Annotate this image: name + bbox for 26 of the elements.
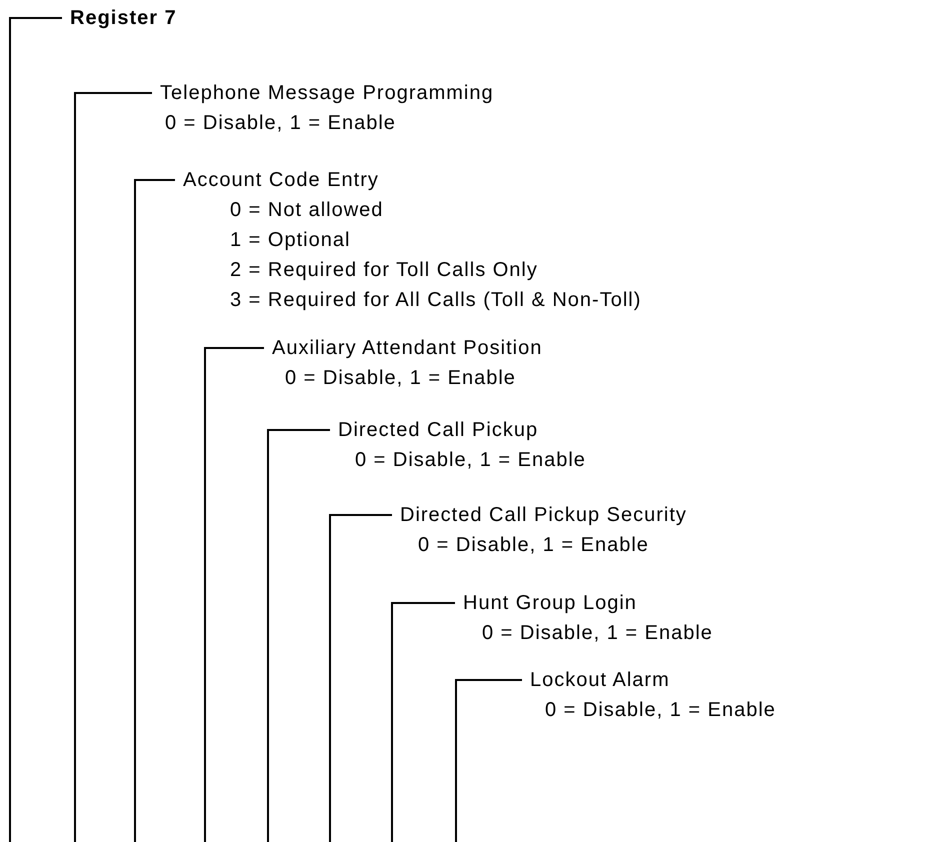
leader-line <box>204 347 264 842</box>
field-name: Register 7 <box>70 6 177 30</box>
option-value: 0 = Disable, 1 = Enable <box>165 111 396 135</box>
field-name: Auxiliary Attendant Position <box>272 336 542 360</box>
option-value: 2 = Required for Toll Calls Only <box>230 258 538 282</box>
field-name: Directed Call Pickup <box>338 418 538 442</box>
option-value: 0 = Disable, 1 = Enable <box>355 448 586 472</box>
option-value: 0 = Disable, 1 = Enable <box>285 366 516 390</box>
field-name: Hunt Group Login <box>463 591 637 615</box>
field-name: Directed Call Pickup Security <box>400 503 687 527</box>
field-name: Lockout Alarm <box>530 668 670 692</box>
field-name: Account Code Entry <box>183 168 379 192</box>
leader-line <box>134 179 175 842</box>
option-value: 0 = Disable, 1 = Enable <box>482 621 713 645</box>
option-value: 3 = Required for All Calls (Toll & Non-Toll) <box>230 288 642 312</box>
leader-line <box>267 429 330 842</box>
leader-line <box>9 17 62 842</box>
option-value: 0 = Disable, 1 = Enable <box>418 533 649 557</box>
leader-line <box>74 92 152 842</box>
leader-line <box>455 679 522 842</box>
option-value: 1 = Optional <box>230 228 350 252</box>
option-value: 0 = Not allowed <box>230 198 384 222</box>
leader-line <box>391 602 455 842</box>
field-name: Telephone Message Programming <box>160 81 494 105</box>
option-value: 0 = Disable, 1 = Enable <box>545 698 776 722</box>
leader-line <box>329 514 392 842</box>
